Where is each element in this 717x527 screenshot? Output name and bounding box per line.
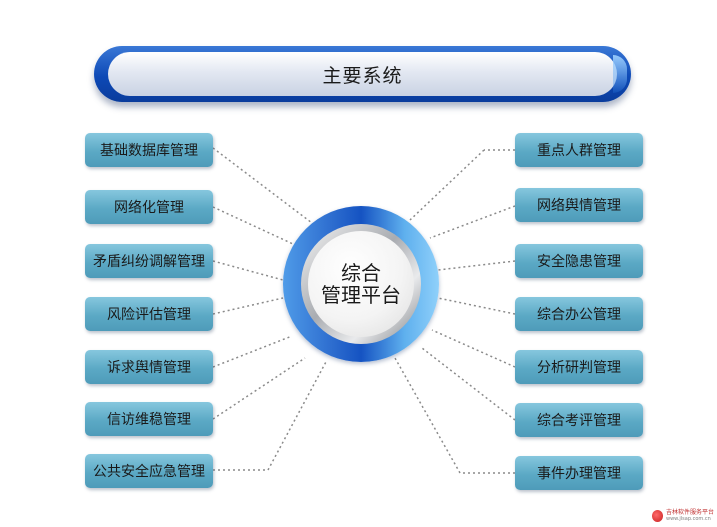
- left-module-3: 矛盾纠纷调解管理: [85, 244, 213, 278]
- right-module-1: 重点人群管理: [515, 133, 643, 167]
- connector-right-6: [421, 347, 516, 421]
- left-module-1: 基础数据库管理: [85, 133, 213, 167]
- left-module-label: 诉求舆情管理: [107, 360, 191, 376]
- connector-right-2: [429, 205, 516, 239]
- left-module-7: 公共安全应急管理: [85, 454, 213, 488]
- connector-right-5: [431, 329, 516, 368]
- watermark-en: www.jlsap.com.cn: [665, 516, 711, 522]
- connector-left-1: [212, 147, 313, 224]
- watermark-cn: 吉林软件服务平台: [665, 509, 714, 516]
- right-module-label: 网络舆情管理: [537, 198, 621, 214]
- connector-right-4: [437, 297, 516, 315]
- right-module-5: 分析研判管理: [515, 350, 643, 384]
- right-module-label: 综合办公管理: [537, 307, 621, 323]
- connector-left-3: [212, 260, 284, 281]
- connector-right-3: [437, 260, 516, 271]
- right-module-label: 重点人群管理: [537, 143, 621, 159]
- connector-left-2: [212, 206, 294, 245]
- center-label-line1: 综合: [341, 261, 381, 285]
- right-module-label: 分析研判管理: [537, 360, 621, 376]
- left-module-label: 公共安全应急管理: [93, 464, 205, 480]
- right-module-3: 安全隐患管理: [515, 244, 643, 278]
- right-module-label: 安全隐患管理: [537, 254, 621, 270]
- center-label-line2: 管理平台: [321, 283, 401, 307]
- connector-right-7b: [394, 357, 461, 474]
- connector-left-5: [212, 335, 293, 368]
- left-module-label: 基础数据库管理: [100, 143, 198, 159]
- left-module-2: 网络化管理: [85, 190, 213, 224]
- title-banner-inner: 主要系统: [108, 52, 617, 96]
- connector-left-7b: [267, 359, 328, 471]
- connector-left-4: [212, 297, 284, 315]
- left-module-label: 矛盾纠纷调解管理: [93, 254, 205, 270]
- watermark-logo-icon: [652, 510, 663, 522]
- left-module-4: 风险评估管理: [85, 297, 213, 331]
- center-hub-bezel: 综合 管理平台: [301, 224, 421, 344]
- left-module-label: 信访维稳管理: [107, 412, 191, 428]
- right-module-label: 事件办理管理: [537, 466, 621, 482]
- left-module-label: 网络化管理: [114, 200, 184, 216]
- left-module-5: 诉求舆情管理: [85, 350, 213, 384]
- right-module-6: 综合考评管理: [515, 403, 643, 437]
- banner-gloss: [613, 55, 627, 93]
- center-hub-core: 综合 管理平台: [308, 231, 414, 337]
- diagram-title: 主要系统: [322, 64, 403, 87]
- left-module-label: 风险评估管理: [107, 307, 191, 323]
- left-module-6: 信访维稳管理: [85, 402, 213, 436]
- right-module-2: 网络舆情管理: [515, 188, 643, 222]
- center-hub: 综合 管理平台: [283, 206, 439, 362]
- site-watermark: 吉林软件服务平台 www.jlsap.com.cn: [652, 507, 714, 525]
- right-module-4: 综合办公管理: [515, 297, 643, 331]
- title-banner: 主要系统: [94, 46, 631, 102]
- right-module-7: 事件办理管理: [515, 456, 643, 490]
- right-module-label: 综合考评管理: [537, 413, 621, 429]
- watermark-text: 吉林软件服务平台 www.jlsap.com.cn: [666, 509, 714, 523]
- connector-left-6: [212, 357, 306, 420]
- connector-right-1b: [409, 149, 485, 221]
